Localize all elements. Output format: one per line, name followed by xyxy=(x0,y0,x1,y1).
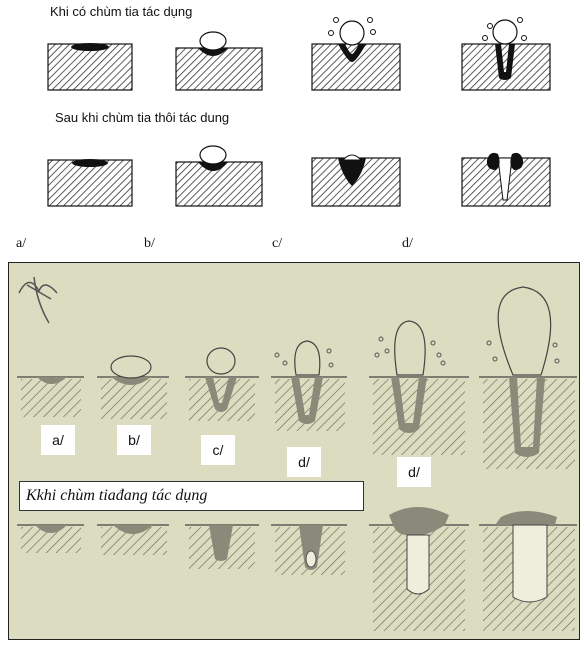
during-c-block xyxy=(311,17,401,91)
after-d-block xyxy=(461,152,551,207)
schematic-diagram xyxy=(47,17,551,207)
photo-label-a: a/ xyxy=(41,425,75,455)
during-d-block xyxy=(461,17,551,91)
photo-drawing xyxy=(17,276,577,631)
caption-during: Khi có chùm tia tác dụng xyxy=(50,4,193,19)
photo-label-b: b/ xyxy=(117,425,151,455)
top-label-a: a/ xyxy=(16,236,27,251)
caption-banner: Kkhi chùm tiađang tác dụng xyxy=(19,481,364,511)
top-label-b: b/ xyxy=(144,236,155,251)
scanned-photo: a/ b/ c/ d/ d/ Kkhi chùm tiađang tác dụn… xyxy=(8,262,580,640)
after-b-block xyxy=(175,145,263,207)
during-b-block xyxy=(175,31,263,91)
after-a-block xyxy=(47,159,133,207)
photo-label-d: d/ xyxy=(287,447,321,477)
during-a-block xyxy=(47,43,133,91)
caption-after: Sau khi chùm tia thôi tác dung xyxy=(55,110,230,125)
after-c-block xyxy=(311,154,401,207)
top-label-d: d/ xyxy=(402,236,413,251)
photo-label-d-large: d/ xyxy=(397,457,431,487)
top-label-c: c/ xyxy=(272,236,283,251)
photo-label-c: c/ xyxy=(201,435,235,465)
handwritten-mark xyxy=(18,276,58,324)
